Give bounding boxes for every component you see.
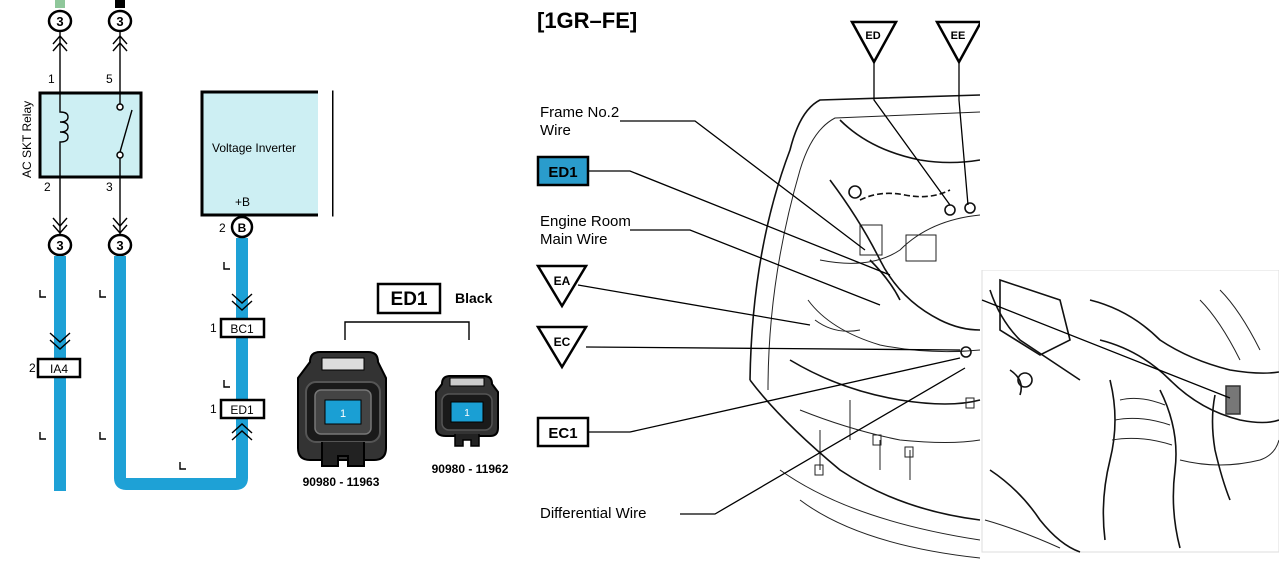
down-arrow-icon xyxy=(52,217,68,235)
svg-text:BC1: BC1 xyxy=(230,322,254,336)
connector-bc1: BC1 1 xyxy=(210,293,266,339)
mid-connector-left: 3 xyxy=(47,233,73,257)
svg-text:EA: EA xyxy=(554,274,571,288)
svg-text:5: 5 xyxy=(106,72,113,86)
svg-text:ED1: ED1 xyxy=(391,289,428,310)
label-engine-room-line2: Main Wire xyxy=(540,231,608,248)
connector-detail: ED1 Black 1 90980 - 11963 1 90980 - 1196… xyxy=(297,282,509,489)
pin-highlight xyxy=(450,401,484,423)
ac-skt-relay: 1 5 2 3 AC SKT Relay xyxy=(20,72,143,194)
wire-loop xyxy=(114,238,248,490)
label-frame-wire-line2: Wire xyxy=(540,122,571,139)
svg-text:B: B xyxy=(238,221,247,235)
engine-bay-illustration xyxy=(749,94,981,559)
up-arrow-icon xyxy=(112,34,128,52)
ground-ec: EC xyxy=(535,325,589,370)
top-connector-left: 3 xyxy=(47,9,73,33)
svg-text:90980 - 11962: 90980 - 11962 xyxy=(432,462,509,476)
mid-connector-right: 3 xyxy=(107,233,133,257)
engine-title: [1GR–FE] xyxy=(537,8,637,33)
svg-text:3: 3 xyxy=(116,14,123,29)
connector-ed1: ED1 1 xyxy=(210,398,266,441)
label-engine-room-line1: Engine Room xyxy=(540,213,631,230)
voltage-inverter: Voltage Inverter +B B 2 xyxy=(200,88,334,239)
svg-text:ED1: ED1 xyxy=(548,164,577,181)
svg-text:ED: ED xyxy=(865,30,880,42)
connector-housing-11962: 1 90980 - 11962 xyxy=(432,375,509,476)
svg-text:EC: EC xyxy=(554,335,571,349)
down-arrow-icon xyxy=(112,217,128,235)
bracket xyxy=(344,321,470,340)
ground-ee: EE xyxy=(934,20,984,65)
svg-text:ED1: ED1 xyxy=(230,403,254,417)
connector-housing-11963: 1 90980 - 11963 xyxy=(297,351,387,489)
label-differential-wire: Differential Wire xyxy=(540,505,646,522)
svg-text:3: 3 xyxy=(106,180,113,194)
svg-text:3: 3 xyxy=(56,14,63,29)
svg-text:IA4: IA4 xyxy=(50,362,68,376)
ground-ed: ED xyxy=(849,20,899,65)
ed1-code-box xyxy=(376,282,442,315)
svg-text:EE: EE xyxy=(951,30,966,42)
relay-label: AC SKT Relay xyxy=(20,101,34,178)
wire-stub-black xyxy=(115,0,125,8)
svg-text:1: 1 xyxy=(48,72,55,86)
switch-icon xyxy=(119,109,133,153)
location-drawing: [1GR–FE] ED EE xyxy=(535,0,1279,559)
svg-text:1: 1 xyxy=(210,321,217,335)
svg-text:+B: +B xyxy=(235,195,250,209)
coil-icon xyxy=(59,93,69,177)
svg-text:2: 2 xyxy=(44,180,51,194)
svg-text:90980 - 11963: 90980 - 11963 xyxy=(303,475,380,489)
svg-text:3: 3 xyxy=(116,238,123,253)
wire-stub xyxy=(55,0,65,8)
svg-text:2: 2 xyxy=(29,361,36,375)
label-ec1: EC1 xyxy=(536,416,590,448)
svg-text:EC1: EC1 xyxy=(548,425,577,442)
svg-text:Black: Black xyxy=(455,290,493,306)
svg-text:2: 2 xyxy=(219,221,226,235)
svg-text:1: 1 xyxy=(340,408,346,420)
svg-text:1: 1 xyxy=(210,402,217,416)
svg-text:1: 1 xyxy=(464,408,470,419)
schematic: 3 3 1 5 2 3 AC SKT Relay xyxy=(20,0,334,491)
zoom-inset xyxy=(981,269,1279,553)
up-arrow-icon xyxy=(52,34,68,52)
top-connector-right: 3 xyxy=(107,9,133,33)
label-ed1: ED1 xyxy=(536,155,590,187)
svg-text:Voltage Inverter: Voltage Inverter xyxy=(212,141,296,155)
connector-ia4: IA4 2 xyxy=(29,332,82,379)
ground-ea: EA xyxy=(535,264,589,309)
ed1-connector-location xyxy=(1225,385,1241,415)
svg-text:3: 3 xyxy=(56,238,63,253)
pin-highlight xyxy=(324,399,362,425)
label-frame-wire-line1: Frame No.2 xyxy=(540,104,619,121)
